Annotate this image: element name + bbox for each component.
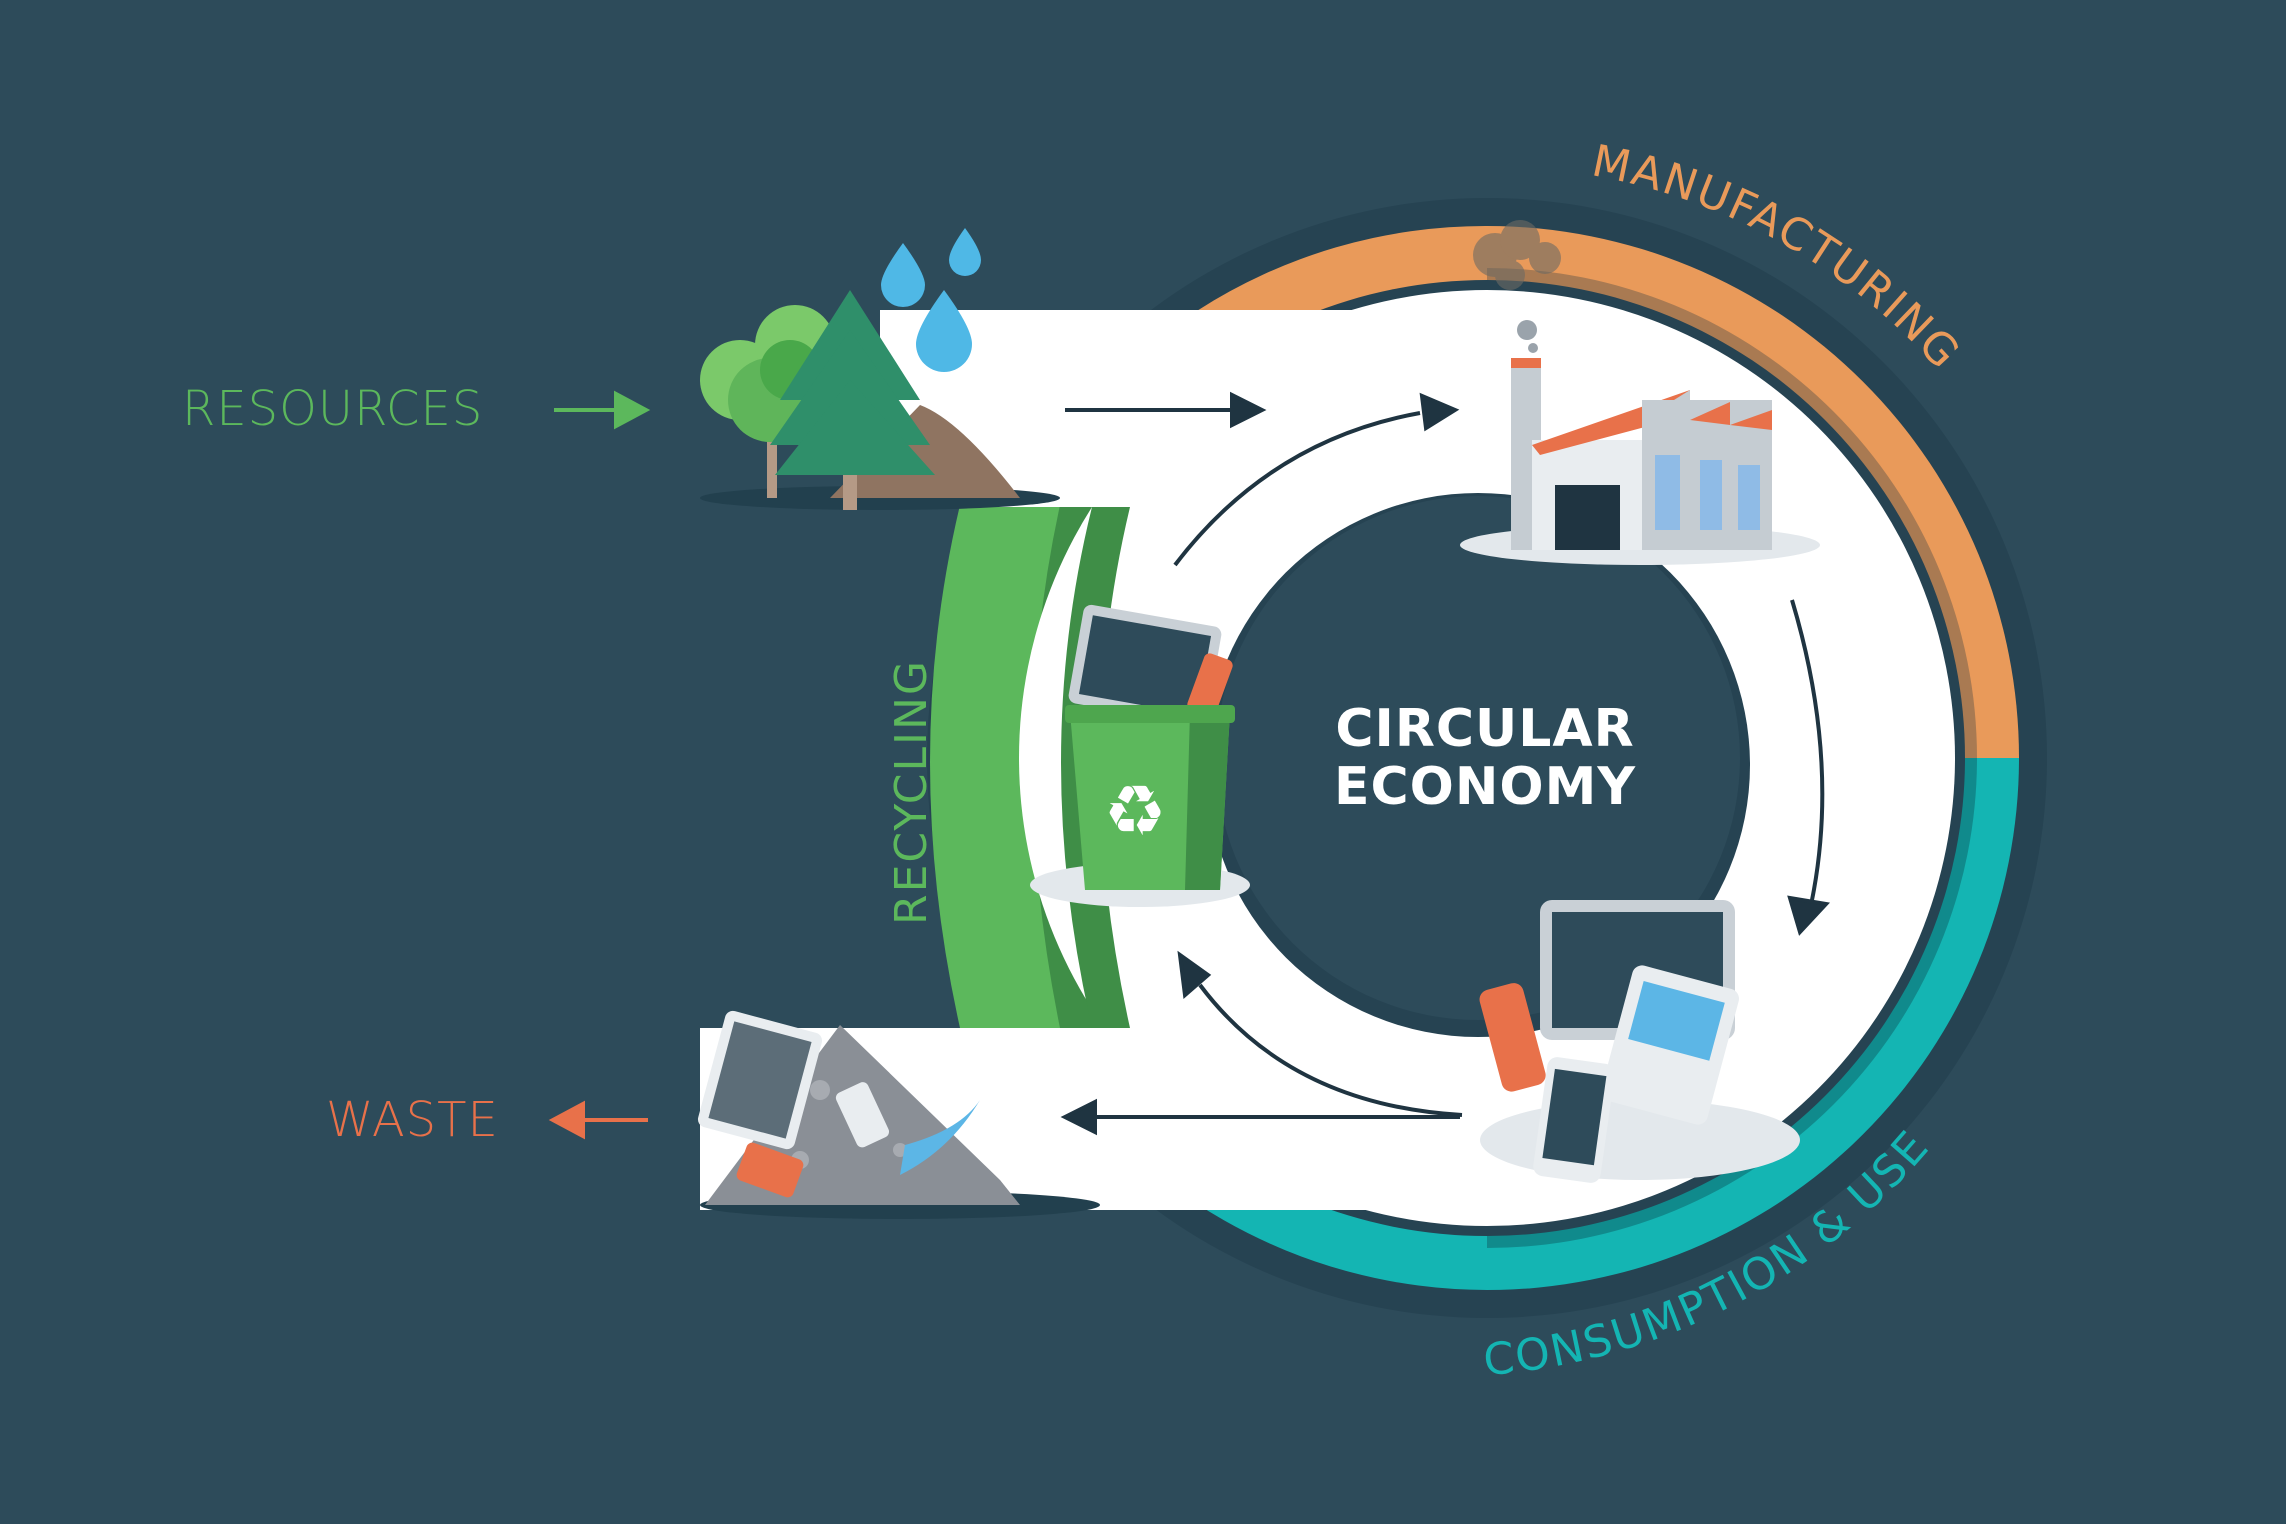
page-title: CIRCULAR ECONOMY: [1290, 700, 1680, 816]
waste-label: WASTE: [326, 1092, 499, 1148]
pine-tree-icon: [770, 290, 935, 510]
recycle-symbol-icon: ♻: [1104, 770, 1167, 852]
center-circle: [1216, 496, 1740, 1020]
arrow-manufacturing-to-consumption: [1787, 599, 1830, 936]
arrow-resources-to-cycle: [1065, 391, 1267, 429]
title-line-2: ECONOMY: [1333, 757, 1636, 817]
water-drop-icon: [881, 228, 981, 372]
recycling-bin-icon: ♻: [1030, 604, 1250, 907]
waste-pile-icon: [697, 1010, 1100, 1219]
manufacturing-label: MANUFACTURING: [1588, 135, 1970, 379]
soda-can: [1479, 983, 1546, 1092]
waste-arrow-icon: [548, 1100, 648, 1140]
title-line-1: CIRCULAR: [1335, 699, 1635, 759]
resources-arrow-icon: [554, 390, 651, 430]
arrow-consumption-to-recycling: [1177, 950, 1463, 1117]
resources-illustration: [700, 228, 1060, 510]
arrow-cycle-to-waste: [1060, 1098, 1460, 1136]
arrow-recycle-to-manufacturing: [1173, 392, 1460, 567]
consumption-label: CONSUMPTION & USE: [1481, 1121, 1939, 1386]
factory-icon: [1460, 220, 1820, 565]
devices-icon: [1479, 900, 1800, 1183]
recycling-label: RECYCLING: [886, 659, 937, 925]
resources-label: RESOURCES: [182, 381, 484, 437]
